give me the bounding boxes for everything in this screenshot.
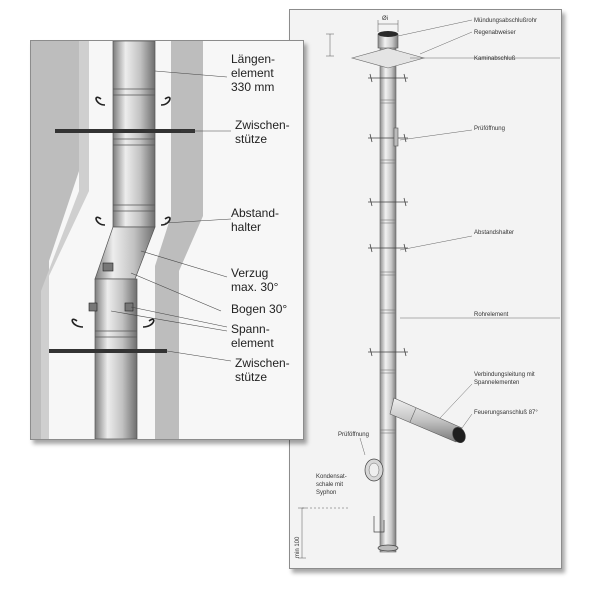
lower-pipe — [94, 278, 138, 439]
label-zwischen2-1: Zwischen- — [235, 356, 290, 370]
label-rohrelement: Rohrelement — [474, 312, 509, 318]
label-kondensat-3: Syphon — [316, 490, 336, 496]
label-spann-1: Spann- — [231, 322, 270, 336]
label-min100: min 100 — [295, 536, 301, 558]
support-upper — [55, 129, 195, 133]
label-abstand-1: Abstand- — [231, 206, 279, 220]
label-zwischen1-1: Zwischen- — [235, 118, 290, 132]
offset-detail-diagram: Längen- element 330 mm Zwischen- stütze … — [30, 40, 304, 440]
shaft-wall-left — [31, 41, 79, 439]
lower-joints — [95, 330, 137, 338]
inspection-door-top — [393, 127, 399, 147]
top-cap-opening — [378, 31, 398, 37]
main-pipe — [379, 45, 397, 553]
furnace-connection — [389, 397, 466, 444]
label-kondensat-1: Kondensat- — [316, 474, 347, 480]
label-spann-2: element — [231, 336, 274, 350]
label-diameter: Øi — [382, 16, 388, 22]
support-lower — [49, 349, 167, 353]
spacer-arcs — [71, 96, 171, 328]
clamps — [88, 262, 134, 312]
label-kondensat-2: schale mit — [316, 482, 343, 488]
upper-joints — [113, 88, 155, 212]
label-zwischen1-2: stütze — [235, 132, 267, 146]
chimney-system-drawing: Øi Mündungsabschlußrohr Regenabweiser Ka… — [295, 16, 560, 559]
offset-detail-drawing: Längen- element 330 mm Zwischen- stütze … — [31, 41, 290, 439]
shaft-wall-left-inner — [41, 41, 89, 439]
label-zwischen2-2: stütze — [235, 370, 267, 384]
chimney-system-diagram: Øi Mündungsabschlußrohr Regenabweiser Ka… — [289, 9, 562, 569]
left-leader-lines — [110, 70, 232, 362]
label-pruefoeffnung-top: Prüföffnung — [474, 126, 505, 132]
label-muendung: Mündungsabschlußrohr — [474, 18, 537, 24]
label-pruefoeffnung-low: Prüföffnung — [338, 432, 369, 438]
min100-dimension — [298, 507, 350, 559]
spacer-brackets — [368, 73, 408, 357]
label-feuerung: Feuerungsanschluß 87° — [474, 410, 538, 416]
label-abstandshalter: Abstandshalter — [474, 230, 514, 236]
label-verbindung-1: Verbindungsleitung mit — [474, 372, 535, 378]
label-verzug-1: Verzug — [231, 266, 268, 280]
label-laengen-1: Längen- — [231, 52, 275, 66]
leader-lines — [359, 19, 560, 456]
label-laengen-2: element — [231, 66, 274, 80]
condensate-syphon — [373, 516, 399, 552]
label-verzug-2: max. 30° — [231, 280, 279, 294]
label-abstand-2: halter — [231, 220, 261, 234]
inspection-opening-low — [364, 458, 384, 482]
label-kaminabschluss: Kaminabschluß — [474, 56, 516, 62]
label-regenabweiser: Regenabweiser — [474, 30, 516, 36]
label-bogen: Bogen 30° — [231, 302, 287, 316]
upper-pipe — [112, 41, 156, 228]
label-laengen-3: 330 mm — [231, 80, 274, 94]
label-verbindung-2: Spannelementen — [474, 380, 519, 386]
shaft-wall-right — [155, 41, 203, 439]
pipe-joints — [380, 99, 396, 434]
diameter-dimension — [326, 20, 399, 57]
